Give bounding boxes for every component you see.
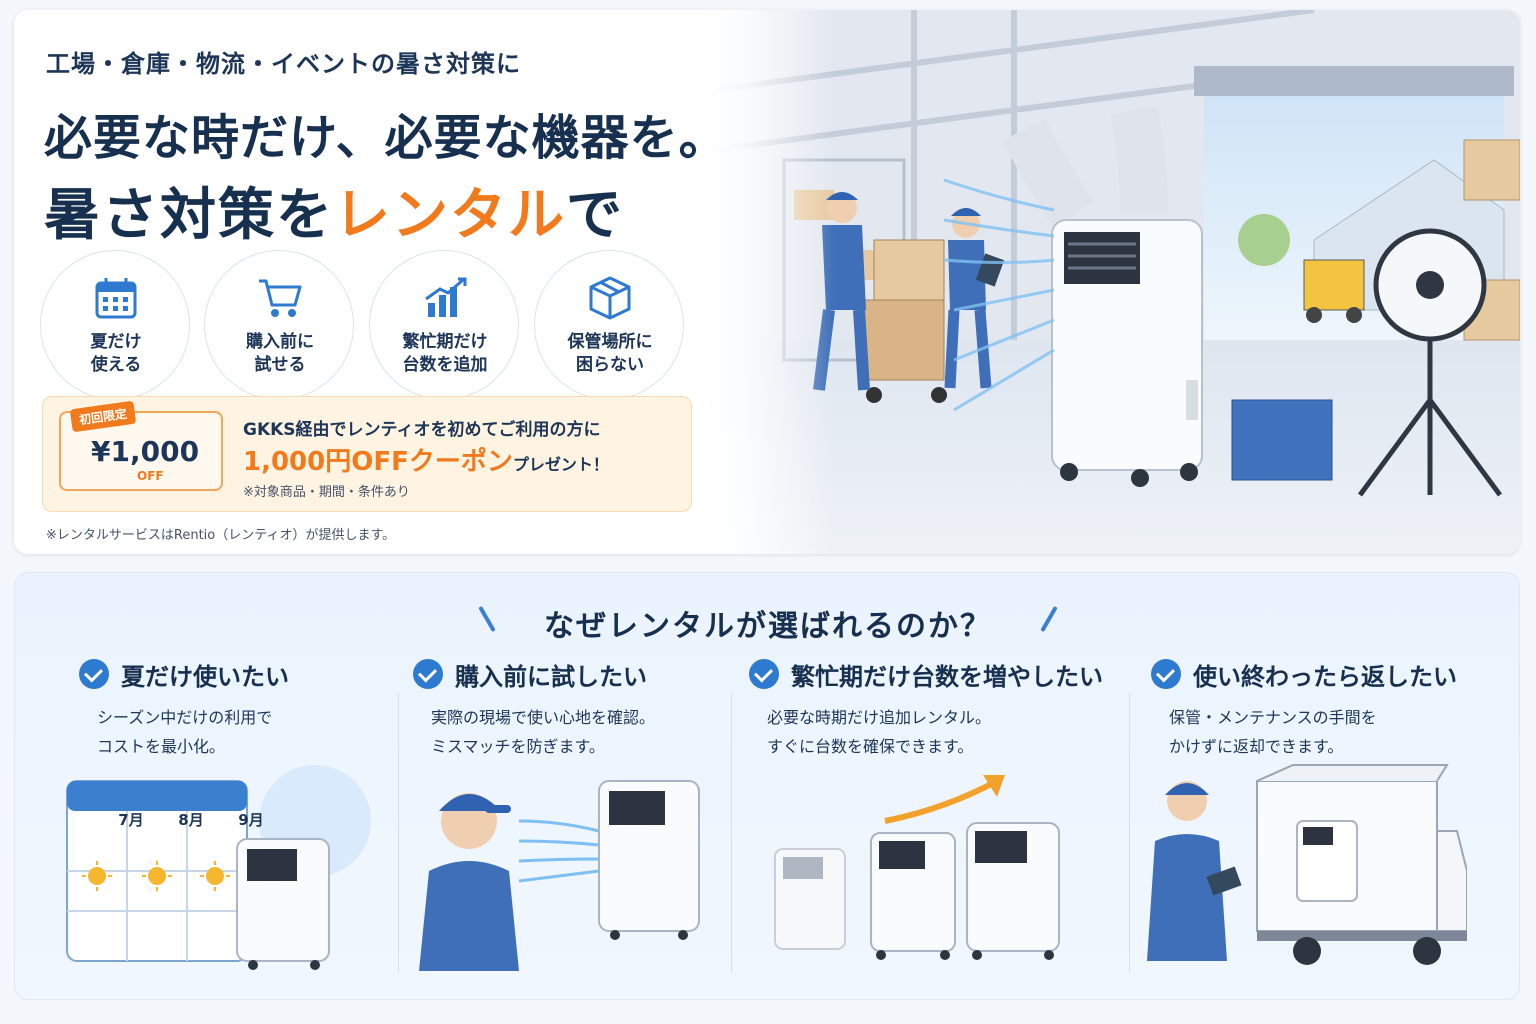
column-divider: [731, 693, 732, 973]
multiple-coolers-illustration: [774, 775, 1060, 960]
reason-desc-2: コストを最小化。: [97, 737, 226, 756]
calendar-icon: [95, 278, 137, 319]
worker-testing-illustration: [419, 780, 700, 971]
coupon-line1: GKKS経由でレンティオを初めてご利用の方に: [243, 420, 601, 440]
column-divider: [1129, 693, 1130, 973]
reason-summer: 夏だけ使いたい シーズン中だけの利用でコストを最小化。 7月 8月 9月: [15, 657, 385, 987]
feature-line1: 保管場所に: [567, 332, 653, 352]
check-icon: [79, 659, 109, 689]
reason-desc-1: 必要な時期だけ追加レンタル。: [767, 708, 992, 727]
reason-desc-2: すぐに台数を確保できます。: [767, 737, 974, 756]
calendar-cooler-illustration: [66, 765, 371, 970]
month-september: 9月: [238, 811, 264, 829]
feature-try-before-buy: 購入前に試せる: [204, 250, 354, 400]
chart-icon: [425, 277, 467, 317]
reason-try: 購入前に試したい 実際の現場で使い心地を確認。ミスマッチを防ぎます。: [349, 657, 719, 987]
reason-title: 夏だけ使いたい: [121, 662, 289, 691]
feature-line1: 購入前に: [246, 332, 314, 352]
check-icon: [1151, 659, 1181, 689]
column-divider: [398, 693, 399, 973]
box-icon: [589, 276, 631, 320]
hero-headline-1: 必要な時だけ、必要な機器を。: [44, 110, 728, 166]
feature-line2: 困らない: [576, 355, 644, 375]
reason-desc-1: シーズン中だけの利用で: [97, 708, 273, 727]
reason-title: 繁忙期だけ台数を増やしたい: [791, 662, 1103, 691]
month-august: 8月: [178, 811, 204, 829]
coupon-banner[interactable]: 初回限定 ¥1,000 OFF GKKS経由でレンティオを初めてご利用の方に 1…: [42, 396, 692, 512]
check-icon: [413, 659, 443, 689]
why-rental-section: なぜレンタルが選ばれるのか？ 夏だけ使いたい シーズン中だけの利用でコストを最小…: [14, 572, 1520, 1000]
reason-add-units: 繁忙期だけ台数を増やしたい 必要な時期だけ追加レンタル。すぐに台数を確保できます…: [685, 657, 1103, 987]
reason-desc-1: 実際の現場で使い心地を確認。: [431, 708, 656, 727]
check-icon: [749, 659, 779, 689]
coupon-note: ※対象商品・期間・条件あり: [243, 485, 410, 500]
hero-lead-text: 工場・倉庫・物流・イベントの暑さ対策に: [46, 50, 521, 78]
headline-accent: レンタル: [334, 183, 566, 248]
feature-line2: 試せる: [254, 355, 306, 375]
coupon-tag: 初回限定: [69, 400, 137, 433]
hero-banner: 工場・倉庫・物流・イベントの暑さ対策に 必要な時だけ、必要な機器を。 暑さ対策を…: [14, 10, 1520, 554]
coupon-offer: 1,000円OFFクーポン: [243, 447, 513, 477]
coupon-offer-suffix: プレゼント！: [512, 455, 609, 474]
provider-note: ※レンタルサービスはRentio（レンティオ）が提供します。: [46, 528, 396, 543]
hero-headline-2: 暑さ対策をレンタルで: [44, 170, 624, 251]
feature-no-storage: 保管場所に困らない: [534, 250, 684, 400]
cart-icon: [259, 279, 302, 317]
month-july: 7月: [118, 811, 144, 829]
headline-prefix: 暑さ対策を: [44, 183, 334, 248]
coupon-amount: ¥1,000: [91, 435, 200, 468]
coupon-off: OFF: [137, 469, 164, 483]
reason-title: 購入前に試したい: [455, 662, 647, 691]
why-title: なぜレンタルが選ばれるのか？: [544, 609, 992, 644]
feature-add-units: 繁忙期だけ台数を追加: [369, 250, 519, 400]
reason-desc-2: かけずに返却できます。: [1169, 737, 1344, 756]
reason-desc-1: 保管・メンテナンスの手間を: [1169, 708, 1377, 727]
feature-line2: 台数を追加: [402, 355, 488, 375]
feature-summer-only: 夏だけ使える: [40, 250, 190, 400]
coupon-line2: 1,000円OFFクーポンプレゼント！: [243, 441, 609, 478]
truck-return-illustration: [1147, 764, 1467, 965]
reason-desc-2: ミスマッチを防ぎます。: [431, 737, 605, 756]
reason-title: 使い終わったら返したい: [1193, 662, 1457, 691]
feature-line1: 夏だけ: [90, 332, 142, 352]
feature-line1: 繁忙期だけ: [402, 332, 488, 352]
reason-return: 使い終わったら返したい 保管・メンテナンスの手間をかけずに返却できます。: [1087, 657, 1467, 987]
headline-suffix: で: [566, 183, 624, 248]
feature-line2: 使える: [90, 355, 142, 375]
coupon-ticket: 初回限定 ¥1,000 OFF: [59, 400, 223, 491]
